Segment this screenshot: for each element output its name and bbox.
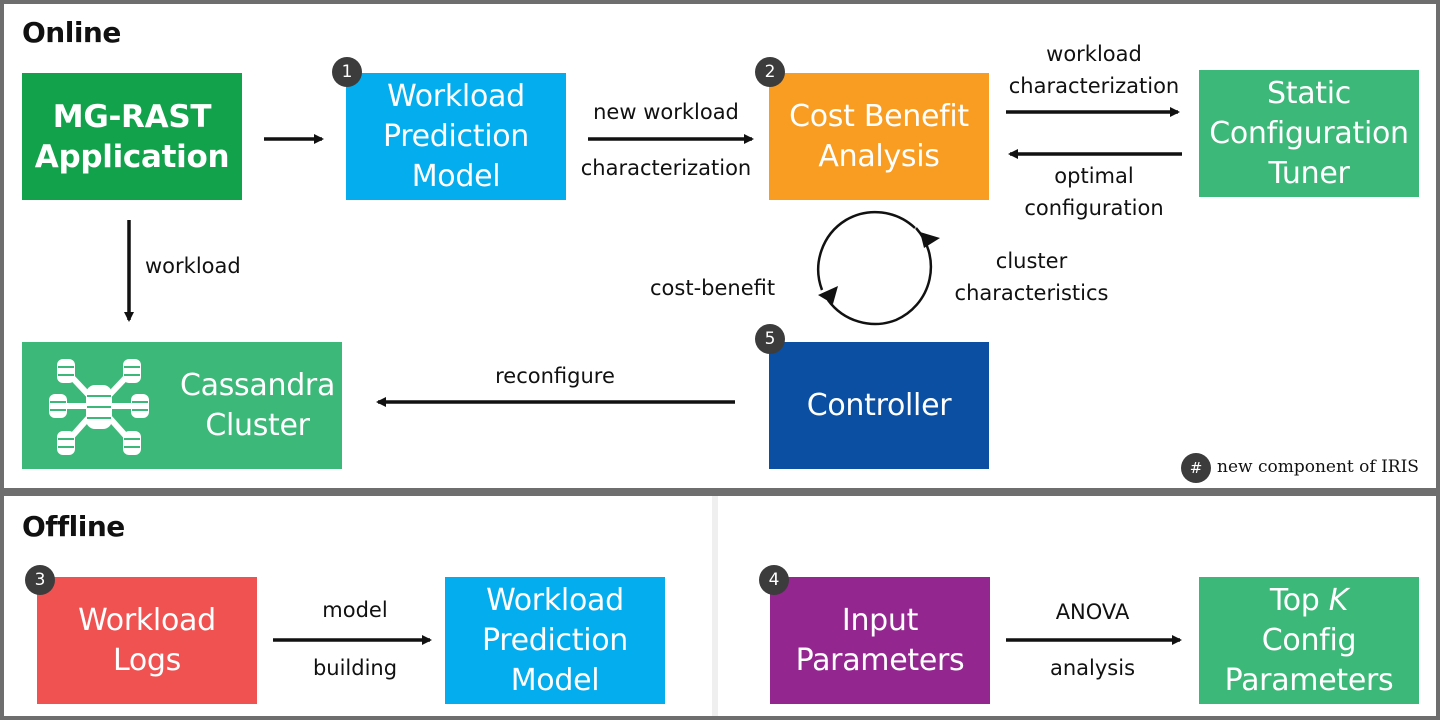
edge-label-optimal-configuration: optimal configuration bbox=[1024, 164, 1164, 220]
controller-label: Controller bbox=[806, 387, 952, 423]
badge-4: 4 bbox=[759, 565, 789, 595]
controller-box: Controller bbox=[769, 342, 989, 469]
database-cluster-icon bbox=[49, 358, 149, 455]
offline-workload-prediction-model-box: Workload Prediction Model bbox=[445, 577, 665, 704]
offline-workload-prediction-model-label: Workload Prediction Model bbox=[481, 582, 629, 698]
workload-prediction-model-box: Workload Prediction Model bbox=[346, 73, 566, 200]
top-k-config-parameters-box: Top K Config Parameters bbox=[1199, 577, 1419, 704]
workload-logs-label: Workload Logs bbox=[78, 602, 216, 678]
k-variable: K bbox=[1328, 582, 1349, 618]
legend-text: new component of IRIS bbox=[1217, 457, 1419, 477]
workload-prediction-model-label: Workload Prediction Model bbox=[382, 78, 530, 194]
cassandra-cluster-box: Cassandra Cluster bbox=[22, 342, 342, 469]
cassandra-cluster-label: Cassandra Cluster bbox=[180, 367, 336, 443]
edge-label-analysis: analysis bbox=[1049, 656, 1136, 680]
cost-benefit-analysis-box: Cost Benefit Analysis bbox=[769, 73, 989, 200]
edge-label-workload: workload bbox=[145, 254, 241, 278]
mg-rast-application-box: MG-RAST Application bbox=[22, 73, 242, 200]
edge-label-model: model bbox=[322, 598, 388, 622]
edge-label-reconfigure: reconfigure bbox=[495, 364, 615, 388]
offline-divider bbox=[712, 496, 718, 716]
badge-3: 3 bbox=[25, 565, 55, 595]
online-title: Online bbox=[22, 16, 121, 49]
edge-label-characterization: characterization bbox=[580, 156, 752, 180]
edge-label-new-workload: new workload bbox=[593, 100, 739, 124]
badge-2: 2 bbox=[755, 57, 785, 87]
offline-title: Offline bbox=[22, 510, 125, 543]
config-parameters-label: Config Parameters bbox=[1224, 622, 1394, 698]
badge-5: 5 bbox=[755, 324, 785, 354]
edge-label-cost-benefit: cost-benefit bbox=[650, 276, 776, 300]
badge-1: 1 bbox=[332, 57, 362, 87]
input-parameters-box: Input Parameters bbox=[770, 577, 990, 704]
edge-label-workload-characterization: workload characterization bbox=[1008, 42, 1180, 98]
legend-badge: # bbox=[1181, 453, 1211, 483]
edge-label-building: building bbox=[312, 656, 398, 680]
static-configuration-tuner-box: Static Configuration Tuner bbox=[1199, 70, 1419, 197]
static-configuration-tuner-label: Static Configuration Tuner bbox=[1209, 75, 1409, 191]
edge-label-anova: ANOVA bbox=[1055, 600, 1130, 624]
mg-rast-label: MG-RAST Application bbox=[34, 98, 230, 175]
edge-label-cluster-characteristics: cluster characteristics bbox=[954, 249, 1109, 305]
workload-logs-box: Workload Logs bbox=[37, 577, 257, 704]
cost-benefit-analysis-label: Cost Benefit Analysis bbox=[789, 98, 969, 174]
input-parameters-label: Input Parameters bbox=[795, 602, 965, 678]
top-k-line: Top K bbox=[1269, 582, 1349, 618]
